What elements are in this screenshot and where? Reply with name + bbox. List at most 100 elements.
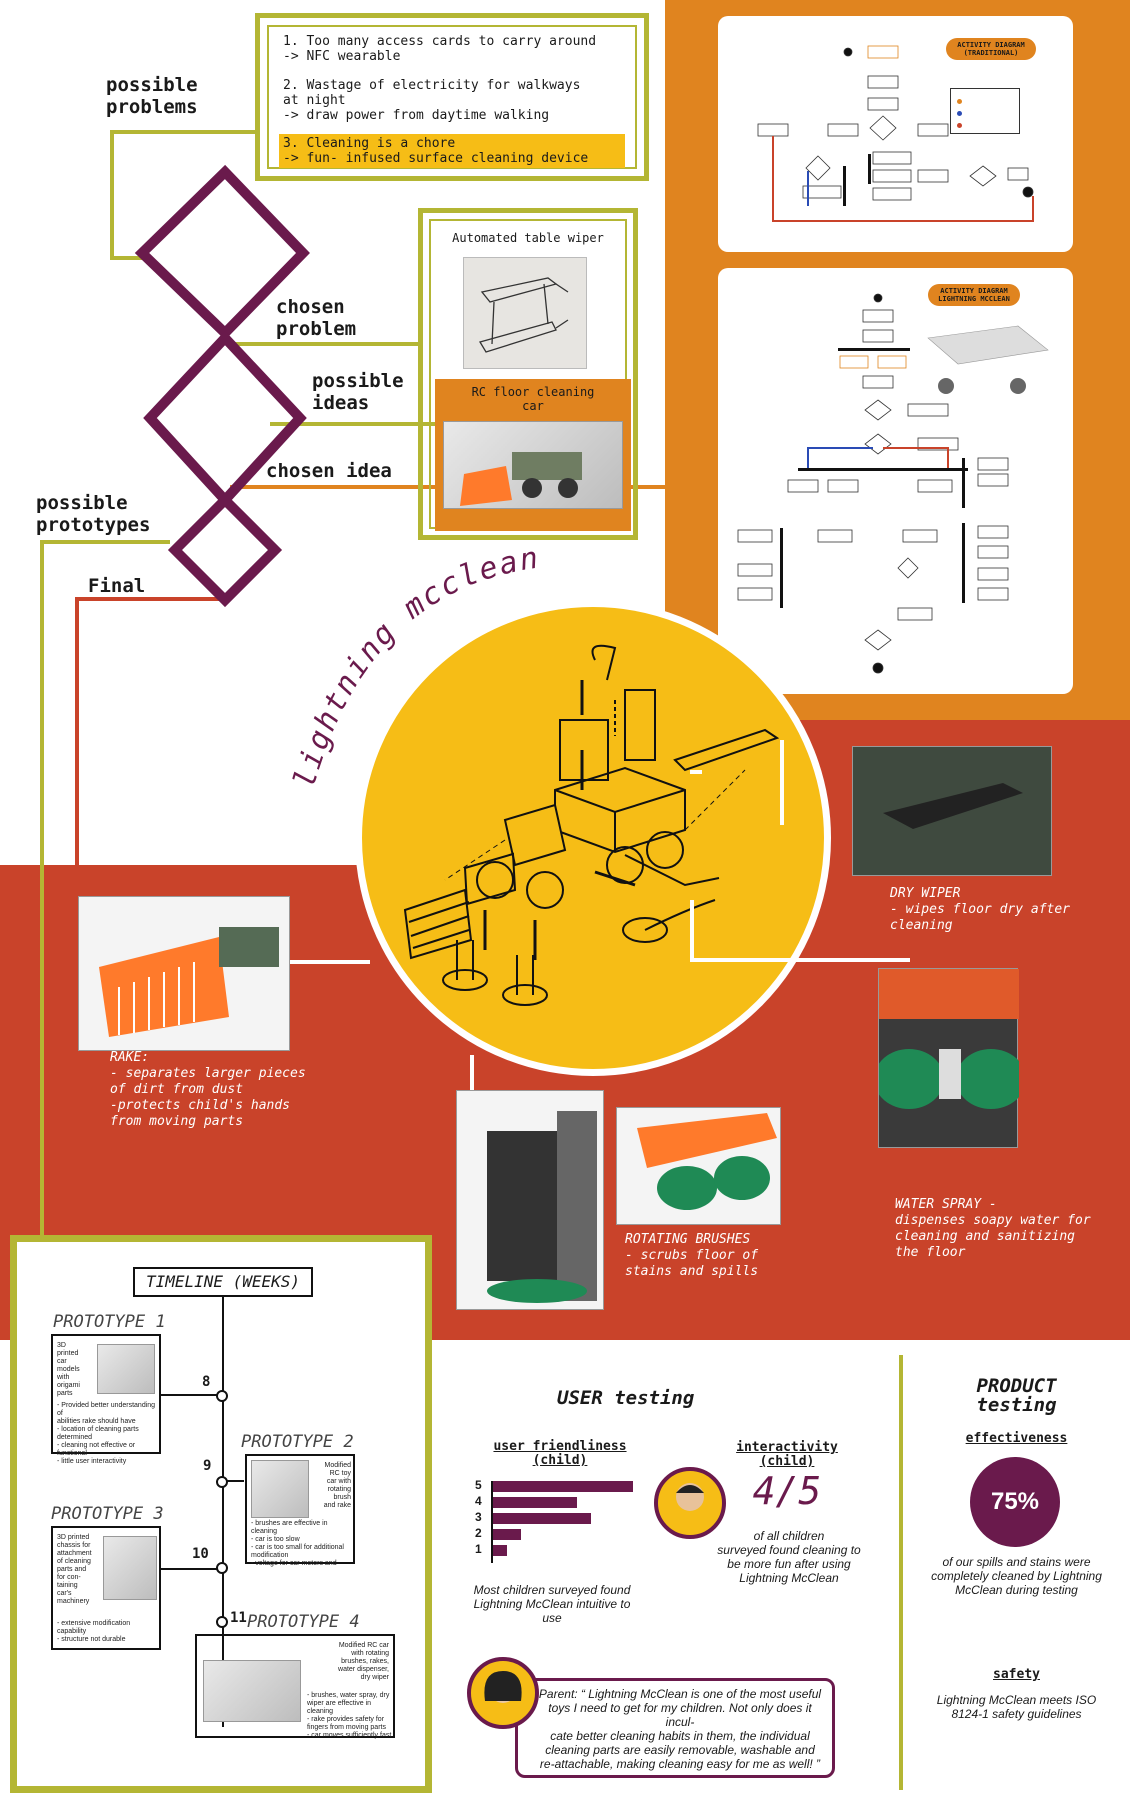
connector: [110, 130, 258, 134]
chart-bar: [493, 1481, 633, 1492]
dry-wiper-photo: [852, 746, 1052, 876]
interactivity-label: interactivity(child): [736, 1440, 838, 1469]
exploded-view-drawing: [403, 644, 780, 1006]
user-friendliness-label: user friendliness(child): [493, 1439, 627, 1468]
idea-table-wiper-label: Automated table wiper: [452, 231, 604, 245]
chart-axis: [491, 1481, 493, 1563]
prototype-4-label: PROTOTYPE 4: [247, 1612, 360, 1632]
connector: [75, 597, 225, 601]
prototype-2-photo: [251, 1460, 309, 1518]
effectiveness-value: 75%: [970, 1457, 1060, 1547]
label-chosen-idea: chosen idea: [266, 460, 392, 482]
timeline-node: [216, 1390, 228, 1402]
table-wiper-sketch: [463, 257, 587, 369]
chart-bar: [493, 1529, 521, 1540]
week-11: 11: [230, 1610, 247, 1626]
callout-line: [690, 900, 694, 960]
connector: [75, 597, 79, 867]
brushes-side-photo: [456, 1090, 604, 1310]
interactivity-score: 4/5: [752, 1469, 822, 1513]
double-diamond-diagram: [134, 164, 310, 608]
prototype-1-label: PROTOTYPE 1: [53, 1312, 166, 1332]
problem-1: 1. Too many access cards to carry around…: [283, 34, 597, 64]
activity-diagram-traditional: ACTIVITY DIAGRAM(TRADITIONAL): [718, 16, 1073, 252]
child-avatar: [654, 1467, 726, 1539]
user-friendliness-chart: 5 4 3 2 1: [475, 1478, 633, 1593]
diagram-legend: [950, 88, 1020, 134]
parent-avatar: [467, 1657, 539, 1729]
label-final: Final: [88, 575, 146, 597]
chart-bar: [493, 1513, 591, 1524]
prototype-2-label: PROTOTYPE 2: [241, 1432, 354, 1452]
chart-bar: [493, 1545, 507, 1556]
prototype-4-photo: [203, 1660, 301, 1722]
timeline-node: [216, 1476, 228, 1488]
brushes-photo: [616, 1107, 781, 1225]
prototype-3-photo: [103, 1536, 157, 1600]
rc-car-photo: [443, 421, 623, 509]
problems-box: 1. Too many access cards to carry around…: [255, 13, 649, 181]
problem-2: 2. Wastage of electricity for walkways a…: [283, 78, 581, 123]
callout-line: [780, 740, 784, 825]
connector: [110, 130, 114, 260]
timeline-node: [216, 1616, 228, 1628]
user-testing-title: USER testing: [557, 1387, 695, 1409]
callout-line: [290, 960, 370, 964]
timeline-title: TIMELINE (WEEKS): [133, 1267, 313, 1297]
effectiveness-label: effectiveness: [965, 1431, 1068, 1446]
water-spray-photo: [874, 968, 1026, 1148]
week-10: 10: [192, 1546, 209, 1562]
connector: [230, 342, 420, 346]
parent-quote: Parent: “ Lightning McClean is one of th…: [515, 1678, 835, 1778]
connector: [270, 422, 435, 426]
chart-tick-label: 2: [475, 1526, 482, 1540]
user-testing-panel: USER testing user friendliness(child) 5 4…: [457, 1343, 902, 1798]
diagram-title-traditional: ACTIVITY DIAGRAM(TRADITIONAL): [946, 38, 1036, 60]
diamond-prototypes: [167, 492, 283, 608]
timeline-node: [216, 1562, 228, 1574]
connector: [40, 540, 170, 544]
callout-line: [470, 1055, 474, 1095]
chart-tick-label: 3: [475, 1510, 482, 1524]
product-title-arc: lightning mcclean: [287, 540, 540, 792]
safety-label: safety: [993, 1667, 1040, 1682]
callout-line: [690, 770, 702, 774]
chart-bar: [493, 1497, 577, 1508]
callout-line: [690, 958, 910, 962]
chart-tick-label: 1: [475, 1542, 482, 1556]
chart-tick-label: 5: [475, 1478, 482, 1492]
problem-3-chosen: 3. Cleaning is a chore -> fun- infused s…: [279, 134, 625, 168]
chart-tick-label: 4: [475, 1494, 482, 1508]
week-9: 9: [203, 1458, 212, 1474]
week-8: 8: [202, 1374, 211, 1390]
panel-divider: [899, 1355, 903, 1790]
prototype-3-label: PROTOTYPE 3: [51, 1504, 164, 1524]
timeline-axis: [222, 1297, 224, 1727]
connector: [40, 540, 44, 1240]
connector: [110, 256, 145, 260]
rake-photo: [78, 896, 290, 1051]
prototype-1-photo: [97, 1344, 155, 1394]
